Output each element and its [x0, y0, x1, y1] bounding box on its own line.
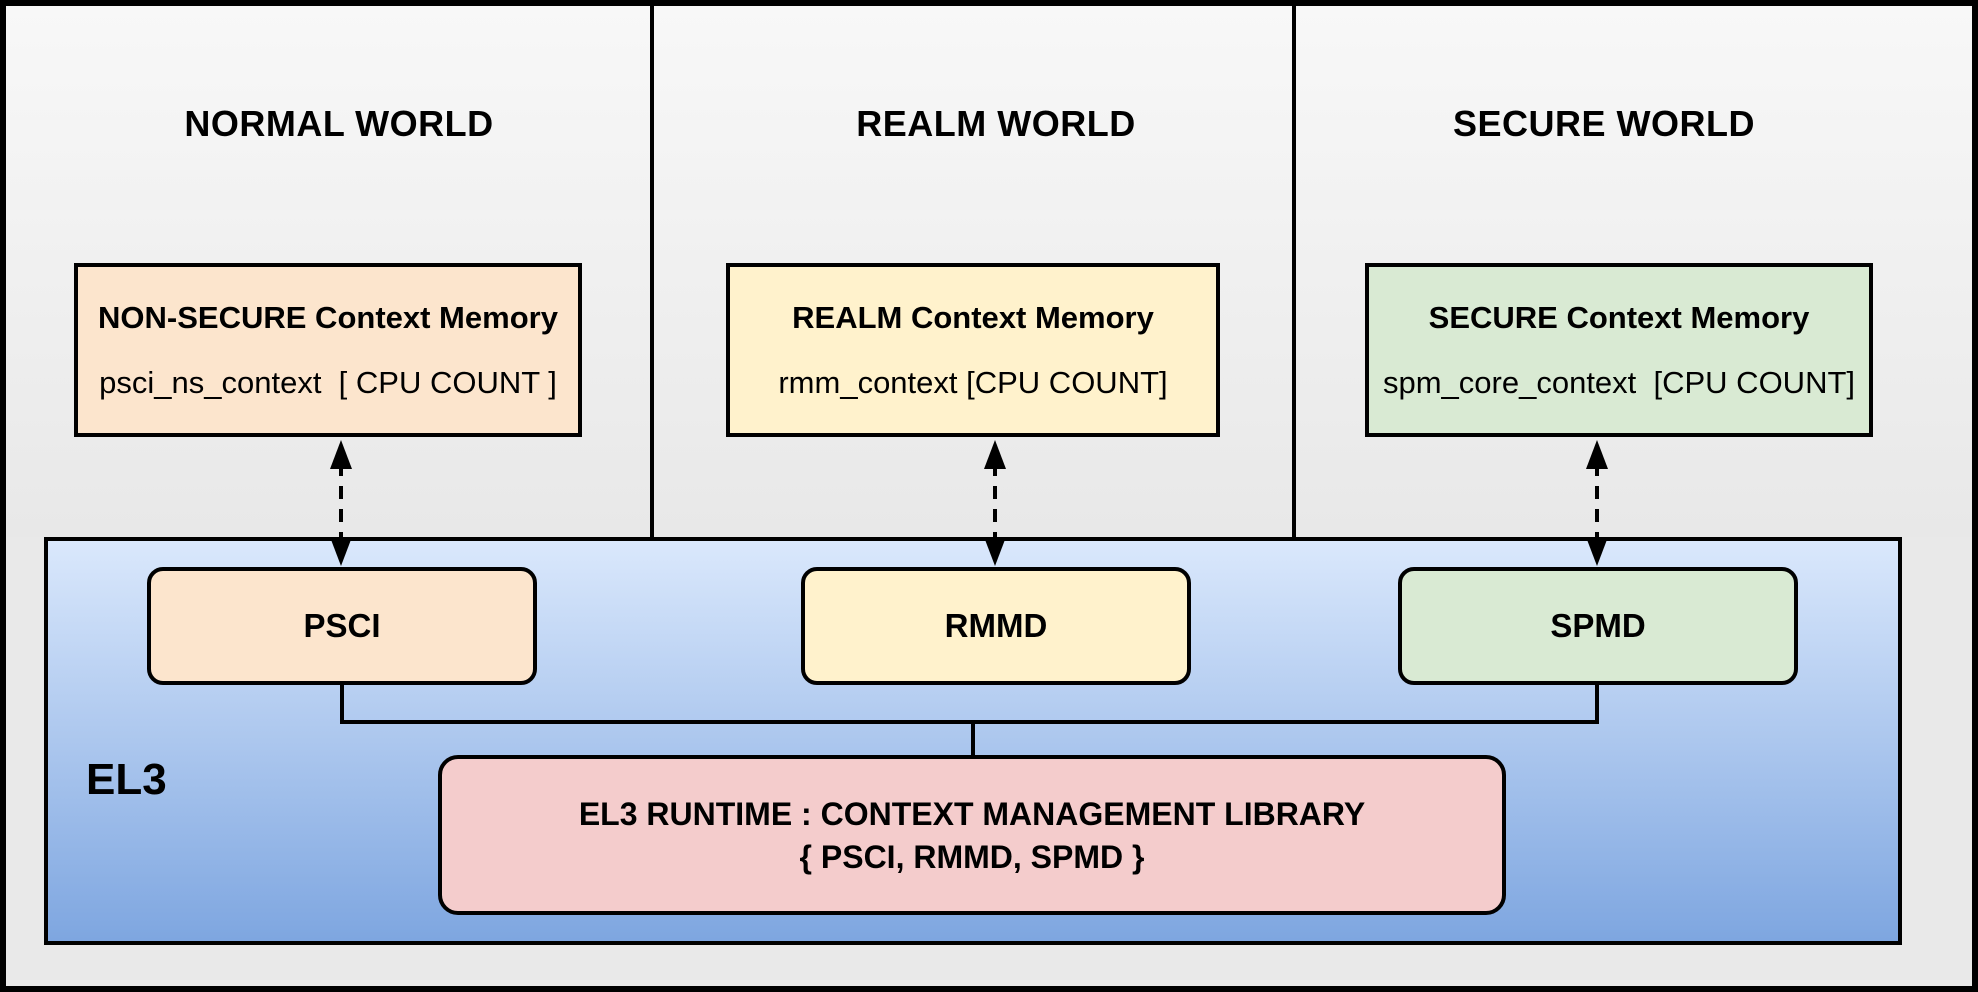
nonsecure-context-memory-subtitle: psci_ns_context [ CPU COUNT ] [99, 365, 557, 400]
connector-horizontal-bus [340, 720, 1599, 724]
realm-world-title: REALM WORLD [856, 103, 1136, 144]
rmmd-box: RMMD [801, 567, 1191, 685]
connector-runtime-vertical [971, 722, 975, 757]
el3-runtime-library-box: EL3 RUNTIME : CONTEXT MANAGEMENT LIBRARY… [438, 755, 1506, 915]
secure-context-memory-box: SECURE Context Memory spm_core_context [… [1365, 263, 1873, 437]
spmd-box: SPMD [1398, 567, 1798, 685]
psci-box: PSCI [147, 567, 537, 685]
el3-runtime-line1: EL3 RUNTIME : CONTEXT MANAGEMENT LIBRARY [578, 795, 1366, 832]
nonsecure-context-memory-box: NON-SECURE Context Memory psci_ns_contex… [74, 263, 582, 437]
nonsecure-context-memory-title: NON-SECURE Context Memory [98, 300, 558, 335]
connector-psci-vertical [340, 683, 344, 724]
el3-label: EL3 [86, 755, 167, 804]
world-divider-realm-secure [1292, 0, 1296, 537]
realm-context-memory-title: REALM Context Memory [792, 300, 1154, 335]
secure-context-memory-title: SECURE Context Memory [1428, 300, 1810, 335]
secure-context-memory-subtitle: spm_core_context [CPU COUNT] [1382, 365, 1856, 400]
realm-context-memory-subtitle: rmm_context [CPU COUNT] [778, 365, 1168, 400]
world-divider-normal-realm [650, 0, 654, 537]
double-headed-arrow-realm-icon [984, 440, 1006, 566]
realm-context-memory-box: REALM Context Memory rmm_context [CPU CO… [726, 263, 1220, 437]
secure-world-title: SECURE WORLD [1453, 103, 1755, 144]
double-headed-arrow-normal-icon [330, 440, 352, 566]
el3-runtime-line2: { PSCI, RMMD, SPMD } [799, 838, 1145, 875]
normal-world-title: NORMAL WORLD [184, 103, 494, 144]
connector-spmd-vertical [1595, 683, 1599, 724]
double-headed-arrow-secure-icon [1586, 440, 1608, 566]
